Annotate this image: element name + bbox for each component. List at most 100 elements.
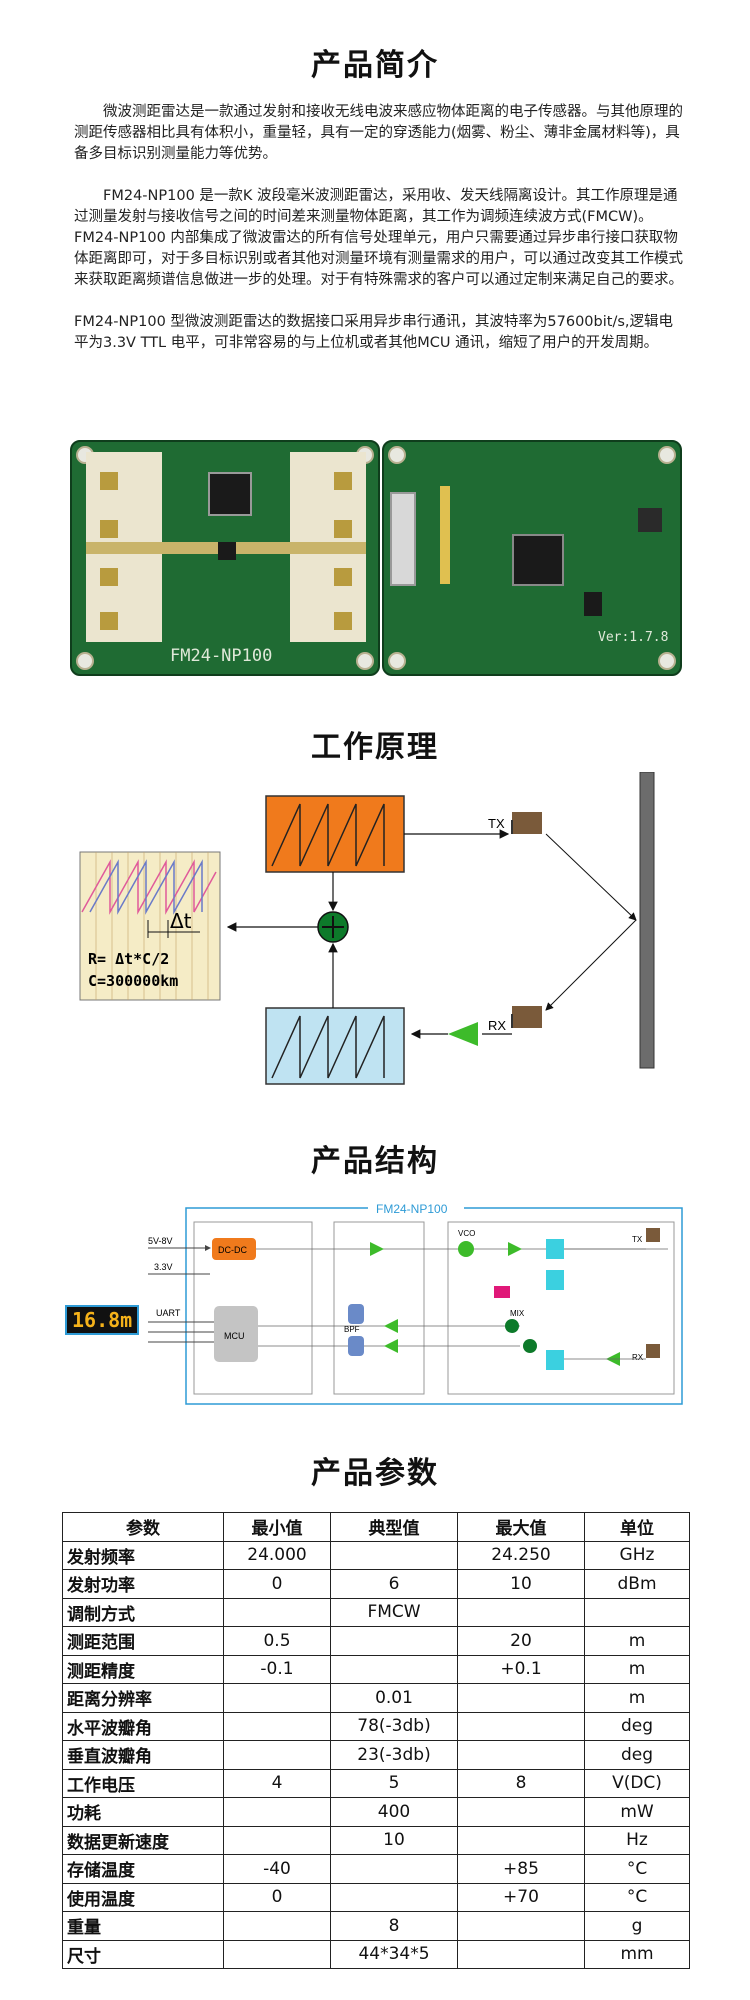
working-principle-diagram: TX RX Δt R= Δt*C/2 C=300000km bbox=[79, 772, 655, 1085]
param-value-cell bbox=[457, 1597, 585, 1627]
tx-antenna-small bbox=[646, 1228, 660, 1242]
splitter-1 bbox=[546, 1239, 564, 1259]
mix-label: MIX bbox=[510, 1309, 525, 1318]
param-value-cell bbox=[457, 1797, 585, 1827]
intro-paragraph-1: 微波测距雷达是一款通过发射和接收无线电波来感应物体距离的电子传感器。与其他原理的… bbox=[74, 104, 683, 162]
header-min: 最小值 bbox=[223, 1512, 331, 1542]
mcu-label: MCU bbox=[224, 1331, 245, 1341]
param-value-cell: deg bbox=[584, 1740, 690, 1770]
param-name-cell: 数据更新速度 bbox=[62, 1825, 224, 1855]
tx-antenna-icon bbox=[512, 812, 542, 834]
param-value-cell bbox=[223, 1939, 331, 1969]
param-value-cell: 0.5 bbox=[223, 1626, 331, 1656]
amp-icon-1 bbox=[370, 1242, 384, 1256]
param-value-cell: m bbox=[584, 1654, 690, 1684]
splitter-3 bbox=[546, 1350, 564, 1370]
intro-text: 微波测距雷达是一款通过发射和接收无线电波来感应物体距离的电子传感器。与其他原理的… bbox=[74, 102, 686, 354]
delta-t-label: Δt bbox=[170, 909, 192, 933]
param-value-cell: °C bbox=[584, 1882, 690, 1912]
param-value-cell: 4 bbox=[223, 1768, 331, 1798]
param-value-cell: -40 bbox=[223, 1854, 331, 1884]
param-value-cell: 0 bbox=[223, 1569, 331, 1599]
param-value-cell: g bbox=[584, 1911, 690, 1941]
front-board-label: FM24-NP100 bbox=[170, 646, 273, 666]
param-name-cell: 调制方式 bbox=[62, 1597, 224, 1627]
filter-pink bbox=[494, 1286, 510, 1298]
param-value-cell: 24.250 bbox=[457, 1540, 585, 1570]
param-name-cell: 发射频率 bbox=[62, 1540, 224, 1570]
target-wall bbox=[639, 772, 655, 1069]
param-value-cell bbox=[457, 1911, 585, 1941]
param-value-cell: 8 bbox=[457, 1768, 585, 1798]
header-unit: 单位 bbox=[584, 1512, 690, 1542]
param-name-cell: 工作电压 bbox=[62, 1768, 224, 1798]
param-name-cell: 使用温度 bbox=[62, 1882, 224, 1912]
param-value-cell bbox=[330, 1540, 458, 1570]
table-row: 重量 8 g bbox=[62, 1911, 690, 1941]
rx-antenna-small bbox=[646, 1344, 660, 1358]
param-value-cell: 5 bbox=[330, 1768, 458, 1798]
rx-amplifier-icon bbox=[448, 1022, 478, 1046]
param-value-cell bbox=[223, 1711, 331, 1741]
param-value-cell bbox=[223, 1683, 331, 1713]
rx-label-small: RX bbox=[632, 1353, 644, 1362]
param-value-cell: mm bbox=[584, 1939, 690, 1969]
param-value-cell bbox=[330, 1626, 458, 1656]
param-value-cell bbox=[223, 1825, 331, 1855]
intro-paragraph-3: FM24-NP100 型微波测距雷达的数据接口采用异步串行通讯，其波特率为576… bbox=[74, 314, 674, 351]
params-header-row: 参数 最小值 典型值 最大值 单位 bbox=[62, 1512, 690, 1542]
param-value-cell: 23(-3db) bbox=[330, 1740, 458, 1770]
amp-icon-3 bbox=[384, 1339, 398, 1353]
mcu-block bbox=[214, 1306, 258, 1362]
rx-label: RX bbox=[488, 1018, 506, 1033]
module-outline bbox=[185, 1207, 683, 1405]
param-value-cell: 10 bbox=[457, 1569, 585, 1599]
param-value-cell bbox=[223, 1911, 331, 1941]
param-name-cell: 重量 bbox=[62, 1911, 224, 1941]
param-value-cell: 10 bbox=[330, 1825, 458, 1855]
module-back-photo: Ver:1.7.8 bbox=[382, 440, 682, 676]
param-value-cell: deg bbox=[584, 1711, 690, 1741]
bpf-block-2 bbox=[348, 1336, 364, 1356]
structure-title: 产品结构 bbox=[311, 1144, 439, 1179]
param-value-cell bbox=[330, 1854, 458, 1884]
param-value-cell bbox=[223, 1740, 331, 1770]
intro-paragraph-2: FM24-NP100 是一款K 波段毫米波测距雷达，采用收、发天线隔离设计。其工… bbox=[74, 188, 683, 288]
param-value-cell: 24.000 bbox=[223, 1540, 331, 1570]
param-value-cell: V(DC) bbox=[584, 1768, 690, 1798]
module-name: FM24-NP100 bbox=[376, 1202, 448, 1216]
splitter-2 bbox=[546, 1270, 564, 1290]
product-structure-diagram: FM24-NP100 5V-8V 3.3V UART DC-DC MCU BPF… bbox=[65, 1202, 683, 1405]
param-value-cell: mW bbox=[584, 1797, 690, 1827]
header-max: 最大值 bbox=[457, 1512, 585, 1542]
formula-range: R= Δt*C/2 bbox=[88, 950, 169, 968]
param-value-cell bbox=[223, 1797, 331, 1827]
param-name-cell: 测距精度 bbox=[62, 1654, 224, 1684]
bpf-block-1 bbox=[348, 1304, 364, 1324]
param-value-cell bbox=[584, 1597, 690, 1627]
formula-c: C=300000km bbox=[88, 972, 178, 990]
param-value-cell bbox=[457, 1939, 585, 1969]
param-name-cell: 发射功率 bbox=[62, 1569, 224, 1599]
rx-sweep-block bbox=[265, 1007, 405, 1085]
param-value-cell: 8 bbox=[330, 1911, 458, 1941]
principle-title: 工作原理 bbox=[311, 730, 439, 765]
intro-title: 产品简介 bbox=[311, 48, 439, 83]
param-name-cell: 功耗 bbox=[62, 1797, 224, 1827]
amp-icon-2 bbox=[384, 1319, 398, 1333]
params-title: 产品参数 bbox=[311, 1456, 439, 1491]
vco-icon bbox=[458, 1241, 474, 1257]
param-value-cell: GHz bbox=[584, 1540, 690, 1570]
param-value-cell: 0.01 bbox=[330, 1683, 458, 1713]
param-value-cell: °C bbox=[584, 1854, 690, 1884]
param-value-cell: 6 bbox=[330, 1569, 458, 1599]
